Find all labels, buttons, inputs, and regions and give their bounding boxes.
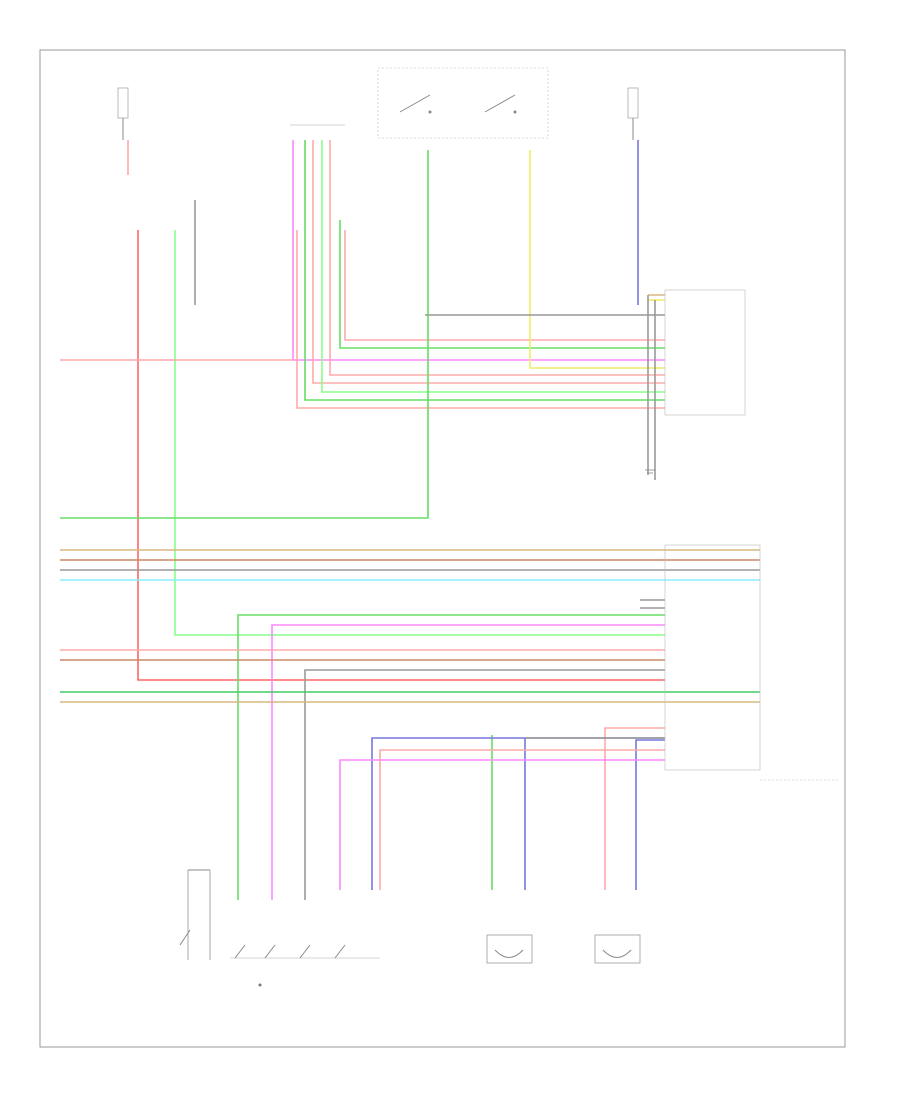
wire-purple-trans: [271, 624, 665, 900]
transmission-range-sensor: [230, 944, 380, 987]
pcm-connector-lower: [664, 544, 761, 771]
wire-pink-8: [344, 230, 665, 341]
wire-gray-trans: [304, 669, 665, 900]
overdrive-switch: [179, 869, 211, 960]
wire-ltgreen-5: [321, 140, 665, 393]
wire-blue-rspeed: [635, 739, 665, 890]
wire-green-3: [304, 140, 665, 401]
ground-symbol: [645, 469, 655, 474]
fuse-block-right: [627, 87, 639, 140]
wire-green-trans: [237, 614, 665, 900]
wire-purple-1: [292, 140, 665, 361]
output-speed-sensor: [486, 934, 533, 964]
wire-green-left: [174, 230, 665, 636]
input-speed-sensor: [594, 934, 641, 964]
wire-pink-2: [296, 230, 665, 409]
diagram-frame: [39, 49, 846, 1048]
wire-pink-4: [312, 140, 665, 384]
wire-pink-trange: [379, 749, 665, 890]
wire-pink-rspeed: [604, 727, 665, 890]
wire-green-7: [339, 220, 665, 349]
wire-red-main: [137, 230, 665, 681]
wire-yellow-ignition: [529, 150, 665, 369]
wire-green-ignition: [60, 150, 429, 519]
pcm-connector-upper: [664, 289, 746, 416]
fuse-block-left: [117, 87, 129, 140]
wire-pink-6: [329, 140, 665, 376]
ignition-switch: [377, 67, 549, 139]
wire-purple-trange: [339, 759, 665, 890]
